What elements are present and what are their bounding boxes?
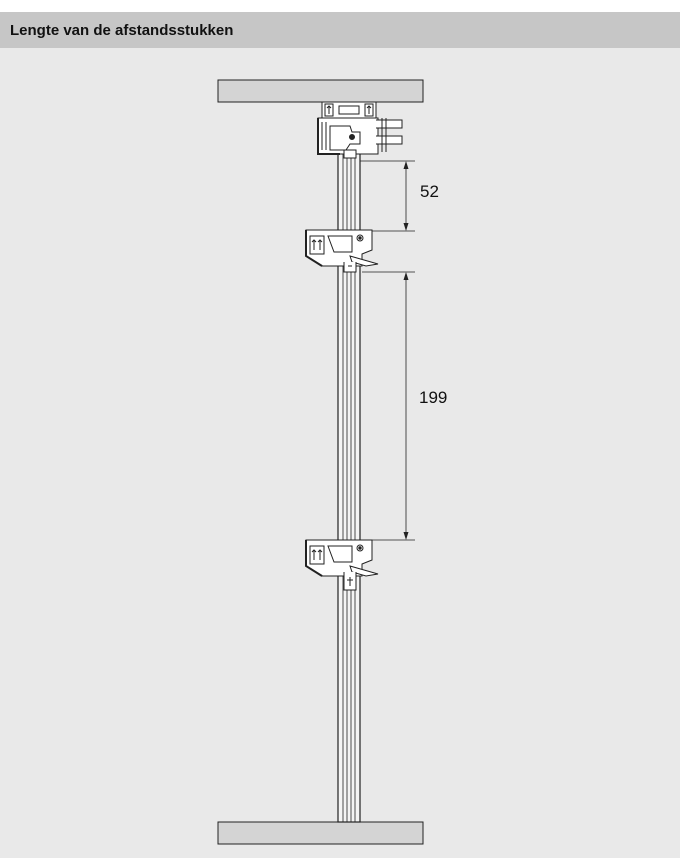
section-header: Lengte van de afstandsstukken bbox=[0, 12, 680, 48]
dimension-label-199: 199 bbox=[419, 388, 447, 407]
diagram-panel: 52 199 bbox=[0, 48, 680, 858]
dimension-label-52: 52 bbox=[420, 182, 439, 201]
dimension-52 bbox=[360, 160, 415, 232]
lower-spacer-clip bbox=[305, 539, 379, 591]
spacer-diagram: 52 199 bbox=[217, 79, 447, 845]
middle-spacer-clip bbox=[305, 229, 379, 273]
dimension-199 bbox=[362, 271, 415, 541]
top-clip bbox=[317, 101, 403, 159]
section-title: Lengte van de afstandsstukken bbox=[10, 21, 234, 39]
top-shelf bbox=[217, 79, 424, 103]
bottom-shelf bbox=[217, 821, 424, 845]
